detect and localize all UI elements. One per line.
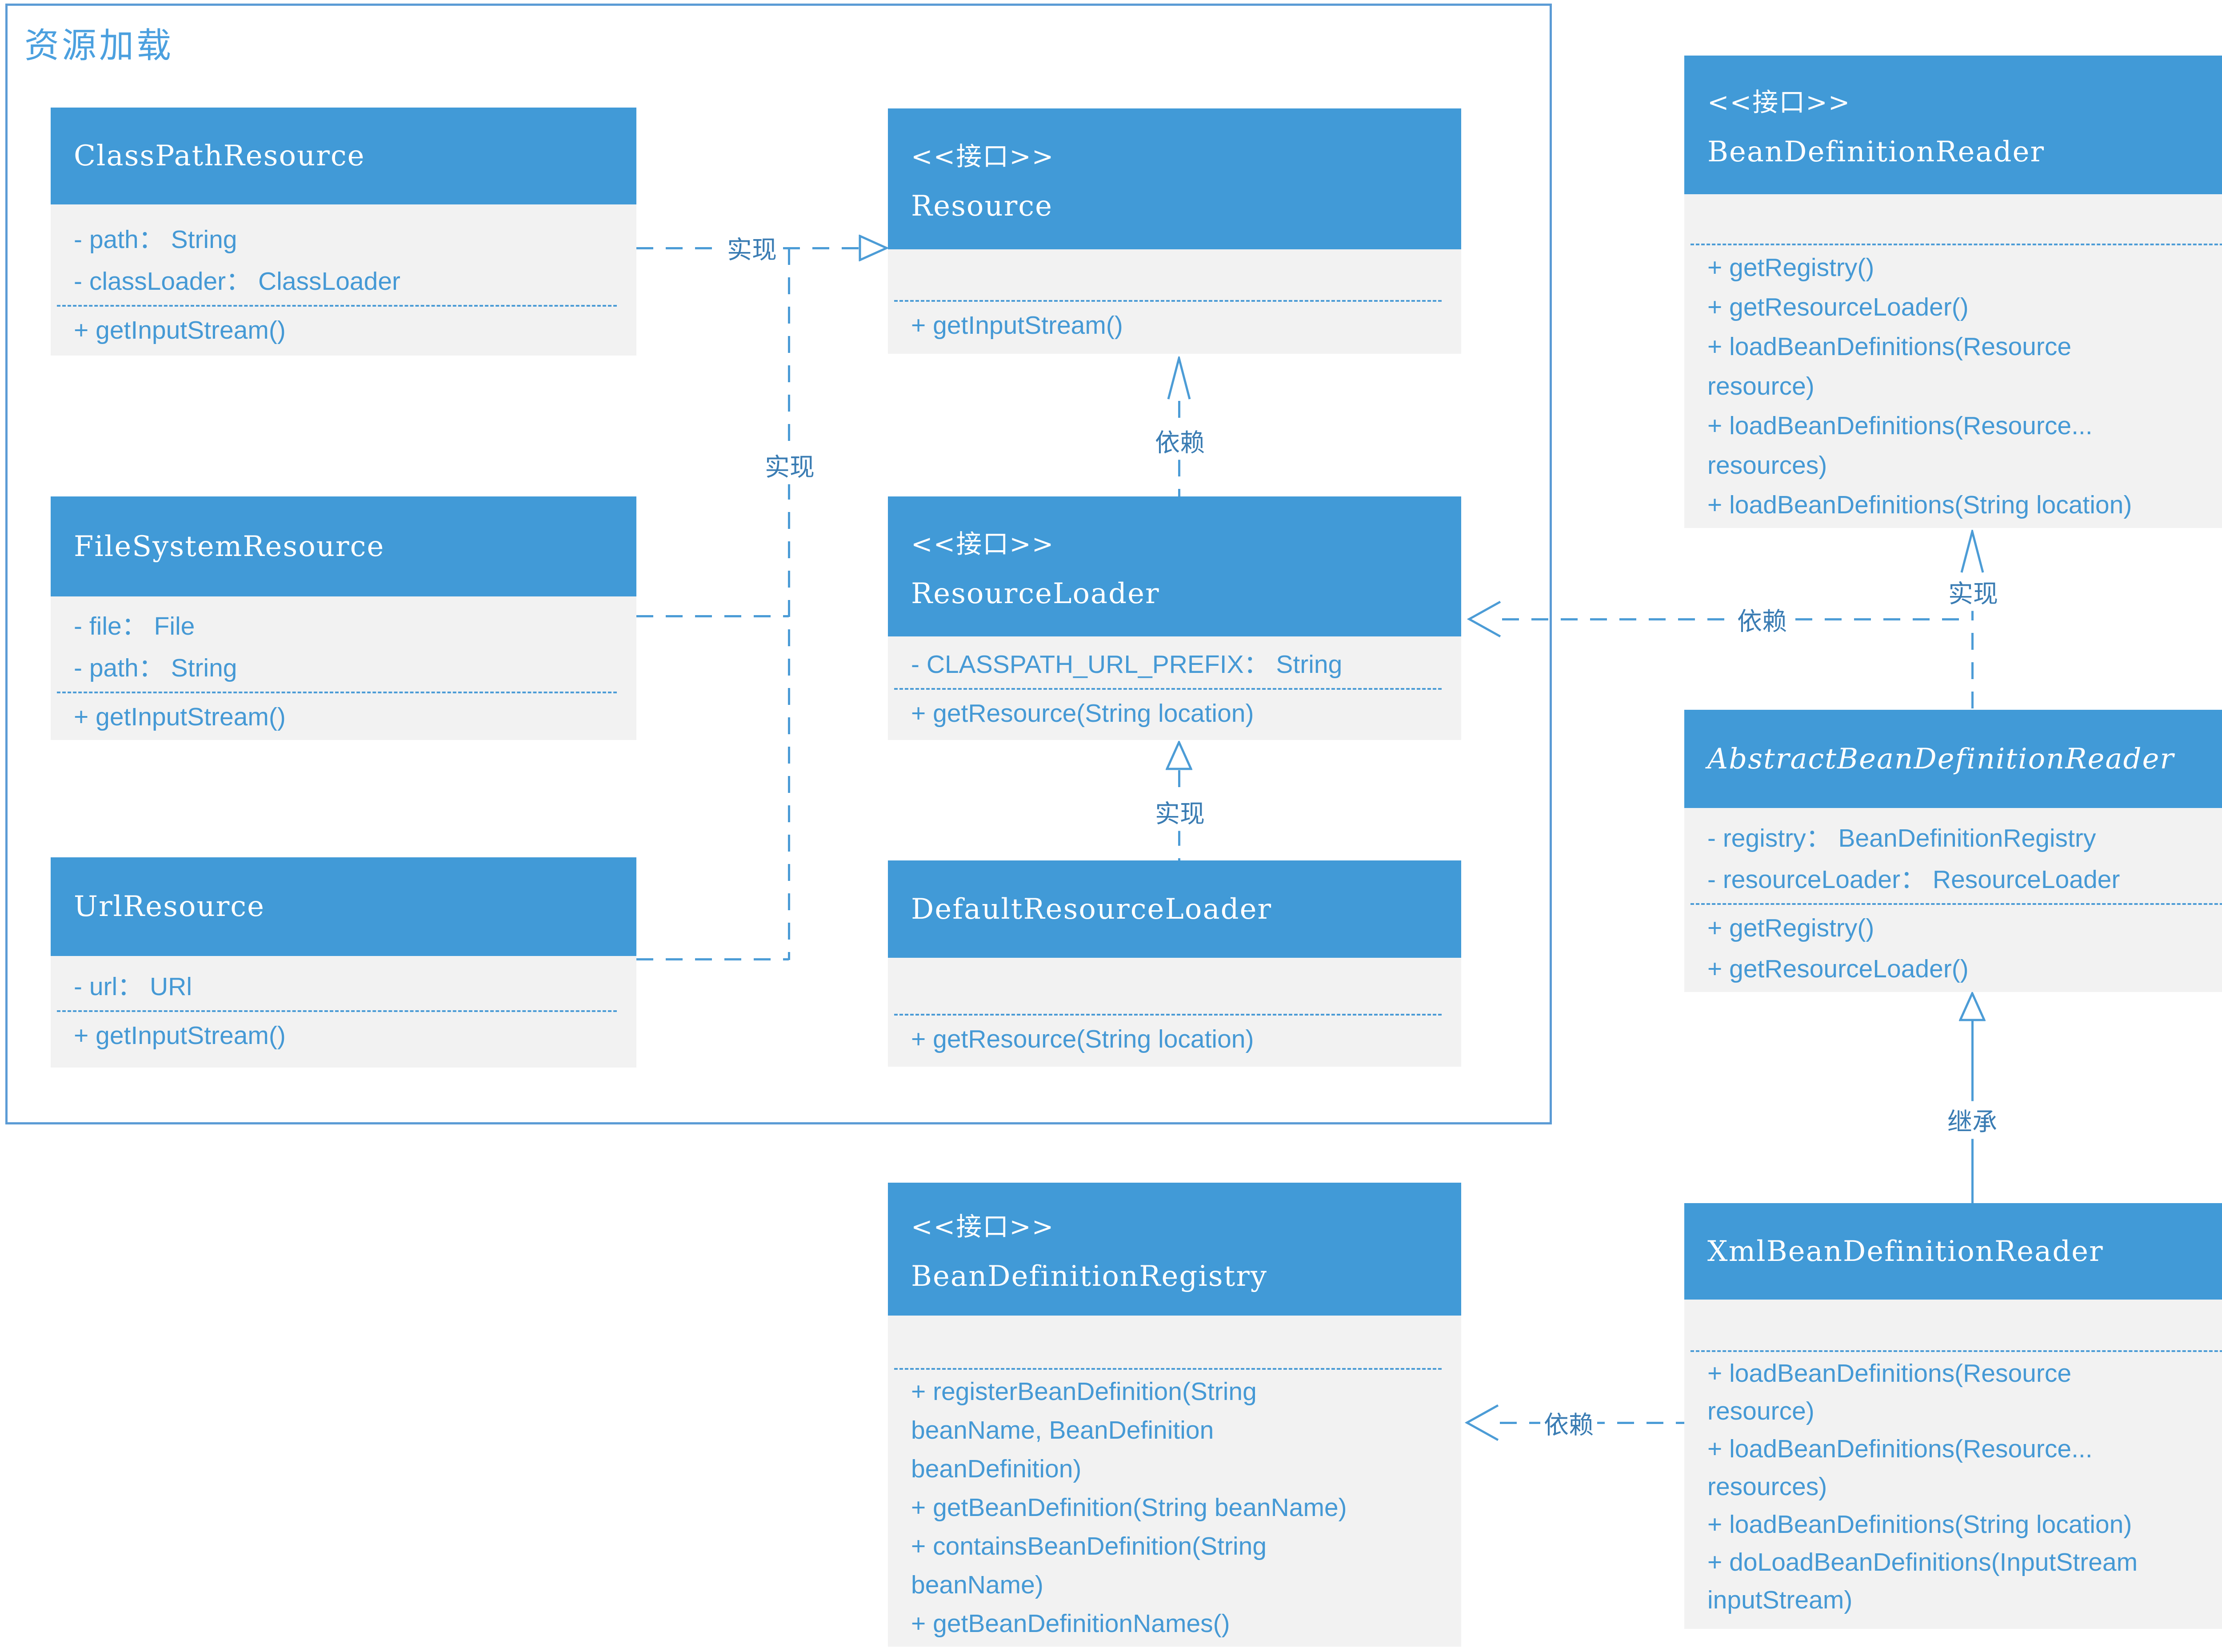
method-row: + getRegistry() — [1707, 253, 1874, 282]
section-divider — [894, 300, 1442, 302]
class-header: UrlResource — [51, 857, 636, 956]
interface-box-beandefinitionreader: <<接口>> BeanDefinitionReader + getRegistr… — [1684, 56, 2222, 528]
stereotype-label: <<接口>> — [911, 528, 1055, 559]
empty-attributes-section — [1707, 194, 2222, 241]
method-row: + getBeanDefinition(String beanName) — [911, 1493, 1347, 1522]
method-row: + containsBeanDefinition(String beanName… — [911, 1532, 1267, 1599]
method-row: + loadBeanDefinitions(Resource... resour… — [1707, 1435, 2093, 1501]
attribute-row: - registry： BeanDefinitionRegistry — [1707, 824, 2096, 852]
class-name: ClassPathResource — [74, 140, 365, 172]
class-name: UrlResource — [74, 890, 265, 923]
edge-label-dependency: 依赖 — [1734, 600, 1790, 639]
method-row: + getResource(String location) — [911, 1025, 1254, 1053]
class-box-defaultresourceloader: DefaultResourceLoader + getResource(Stri… — [888, 860, 1461, 1067]
open-arrow-up-icon — [1167, 356, 1191, 400]
method-row: + loadBeanDefinitions(Resource resource) — [1707, 332, 2072, 400]
class-box-abstractbeandefinitionreader: AbstractBeanDefinitionReader - registry：… — [1684, 710, 2222, 992]
class-name: BeanDefinitionRegistry — [911, 1260, 1268, 1293]
method-row: + registerBeanDefinition(String beanName… — [911, 1377, 1257, 1483]
method-row: + loadBeanDefinitions(String location) — [1707, 1510, 2132, 1539]
class-header: <<接口>> Resource — [888, 108, 1461, 249]
empty-attributes-section — [911, 958, 1448, 1011]
edge-label-realization: 实现 — [723, 229, 780, 267]
method-row: + getResourceLoader() — [1707, 955, 1969, 983]
class-name: XmlBeanDefinitionReader — [1707, 1235, 2104, 1268]
class-header: FileSystemResource — [51, 496, 636, 596]
method-row: + getBeanDefinitionNames() — [911, 1609, 1230, 1638]
stereotype-label: <<接口>> — [911, 1211, 1055, 1242]
class-name: BeanDefinitionReader — [1707, 136, 2045, 168]
edge-label-realization: 实现 — [1151, 793, 1208, 831]
open-arrow-left-icon — [1464, 1404, 1499, 1441]
section-divider — [1690, 903, 2222, 905]
method-row: + getInputStream() — [74, 703, 286, 731]
section-divider — [57, 1010, 617, 1012]
class-header: XmlBeanDefinitionReader — [1684, 1203, 2222, 1300]
open-arrow-up-icon — [1960, 530, 1984, 573]
attribute-row: - CLASSPATH_URL_PREFIX： String — [911, 650, 1343, 679]
hollow-triangle-up-icon — [1959, 992, 1986, 1021]
class-name: AbstractBeanDefinitionReader — [1707, 742, 2174, 776]
section-divider — [894, 1014, 1442, 1016]
class-name: DefaultResourceLoader — [911, 892, 1272, 926]
section-divider — [1690, 1350, 2222, 1352]
edge-label-dependency: 依赖 — [1540, 1404, 1597, 1442]
empty-attributes-section — [911, 1316, 1448, 1365]
edge-label-realization: 实现 — [761, 446, 818, 484]
method-row: + getResource(String location) — [911, 699, 1254, 728]
method-row: + loadBeanDefinitions(Resource resource) — [1707, 1359, 2072, 1425]
edge-filesystemresource-branch — [636, 615, 789, 617]
class-box-classpathresource: ClassPathResource - path： String - class… — [51, 108, 636, 356]
edge-urlresource-branch — [636, 958, 789, 960]
class-box-filesystemresource: FileSystemResource - file： File - path： … — [51, 496, 636, 740]
attribute-row: - file： File — [74, 612, 195, 640]
attribute-row: - url： URl — [74, 972, 192, 1001]
edge-branch-vertical — [788, 248, 790, 960]
interface-box-resource: <<接口>> Resource + getInputStream() — [888, 108, 1461, 354]
attribute-row: - classLoader： ClassLoader — [74, 267, 401, 296]
edge-label-inheritance: 继承 — [1944, 1101, 2001, 1139]
method-row: + getInputStream() — [74, 316, 286, 344]
class-header: <<接口>> ResourceLoader — [888, 496, 1461, 636]
class-header: <<接口>> BeanDefinitionReader — [1684, 56, 2222, 194]
method-row: + getInputStream() — [911, 311, 1123, 340]
attribute-row: - resourceLoader： ResourceLoader — [1707, 865, 2120, 894]
class-header: AbstractBeanDefinitionReader — [1684, 710, 2222, 808]
attribute-row: - path： String — [74, 225, 237, 254]
method-row: + doLoadBeanDefinitions(InputStream inpu… — [1707, 1548, 2138, 1614]
hollow-triangle-right-icon — [859, 235, 888, 261]
class-name: FileSystemResource — [74, 530, 385, 563]
edge-label-realization: 实现 — [1945, 573, 2002, 611]
class-name: ResourceLoader — [911, 577, 1160, 610]
attribute-row: - path： String — [74, 654, 237, 682]
group-title: 资源加载 — [24, 26, 174, 66]
stereotype-label: <<接口>> — [911, 141, 1055, 172]
interface-box-resourceloader: <<接口>> ResourceLoader - CLASSPATH_URL_PR… — [888, 496, 1461, 740]
empty-attributes-section — [911, 249, 1448, 297]
edge-realization-abstractreader — [1971, 574, 1974, 710]
section-divider — [894, 1368, 1442, 1370]
method-row: + getRegistry() — [1707, 914, 1874, 942]
class-header: DefaultResourceLoader — [888, 860, 1461, 958]
class-box-urlresource: UrlResource - url： URl + getInputStream(… — [51, 857, 636, 1068]
method-row: + getInputStream() — [74, 1021, 286, 1050]
section-divider — [57, 692, 617, 693]
open-arrow-left-icon — [1467, 600, 1501, 638]
empty-attributes-section — [1707, 1300, 2222, 1348]
class-name: Resource — [911, 189, 1053, 223]
hollow-triangle-up-icon — [1166, 741, 1192, 770]
section-divider — [57, 305, 617, 307]
edge-label-dependency: 依赖 — [1151, 422, 1208, 460]
section-divider — [894, 688, 1442, 690]
class-header: <<接口>> BeanDefinitionRegistry — [888, 1183, 1461, 1316]
method-row: + loadBeanDefinitions(Resource... resour… — [1707, 412, 2093, 480]
class-header: ClassPathResource — [51, 108, 636, 204]
section-divider — [1690, 244, 2222, 245]
resource-loading-group-frame — [5, 4, 1552, 1124]
interface-box-beandefinitionregistry: <<接口>> BeanDefinitionRegistry + register… — [888, 1183, 1461, 1647]
method-row: + getResourceLoader() — [1707, 293, 1969, 321]
class-box-xmlbeandefinitionreader: XmlBeanDefinitionReader + loadBeanDefini… — [1684, 1203, 2222, 1629]
stereotype-label: <<接口>> — [1707, 87, 1851, 117]
method-row: + loadBeanDefinitions(String location) — [1707, 491, 2132, 519]
